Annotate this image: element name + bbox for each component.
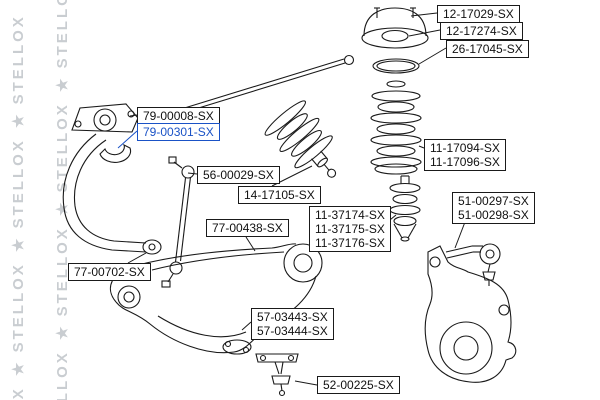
part-number[interactable]: 11-37175-SX [315,222,385,236]
stabilizer-bar-drawing [62,133,162,255]
stabilizer-bracket-drawing [71,103,139,133]
part-label-12-17029-sx[interactable]: 12-17029-SX [437,5,520,23]
steering-knuckle-drawing [424,245,517,383]
part-label-14-17105-sx[interactable]: 14-17105-SX [238,186,321,204]
part-number[interactable]: 11-17096-SX [430,155,500,169]
part-label-79-00301-sx[interactable]: 79-00301-SX [137,123,220,141]
part-number[interactable]: 11-37174-SX [315,208,385,222]
stabilizer-bushing-drawing [99,143,132,163]
part-label-group-11-17094[interactable]: 11-17094-SX 11-17096-SX [424,139,506,171]
ball-joint-drawing [255,353,299,397]
stabilizer-link-drawing [161,156,195,288]
part-number[interactable]: 57-03443-SX [257,310,328,324]
part-label-26-17045-sx[interactable]: 26-17045-SX [446,40,529,58]
part-label-group-11-37174[interactable]: 11-37174-SX 11-37175-SX 11-37176-SX [309,206,391,252]
steering-boot-drawing [264,100,337,178]
part-label-group-51-00297[interactable]: 51-00297-SX 51-00298-SX [452,192,535,224]
tie-rod-end-drawing [445,243,501,286]
part-label-77-00438-sx[interactable]: 77-00438-SX [206,219,289,237]
part-number[interactable]: 57-03444-SX [257,324,328,338]
part-number[interactable]: 11-17094-SX [430,141,500,155]
part-label-79-00008-sx[interactable]: 79-00008-SX [137,107,220,125]
part-label-77-00702-sx[interactable]: 77-00702-SX [68,263,151,281]
part-label-group-57-03443[interactable]: 57-03443-SX 57-03444-SX [251,308,334,340]
part-label-56-00029-sx[interactable]: 56-00029-SX [197,166,280,184]
part-label-12-17274-sx[interactable]: 12-17274-SX [440,22,523,40]
mount-gasket-drawing [372,58,420,74]
part-number[interactable]: 51-00297-SX [458,194,529,208]
part-number[interactable]: 51-00298-SX [458,208,529,222]
strut-mount-drawing [361,7,429,49]
shock-dust-boot-drawing [370,80,422,175]
part-label-52-00225-sx[interactable]: 52-00225-SX [317,376,400,394]
part-number[interactable]: 11-37176-SX [315,236,385,250]
bump-stop-drawing [389,175,421,242]
